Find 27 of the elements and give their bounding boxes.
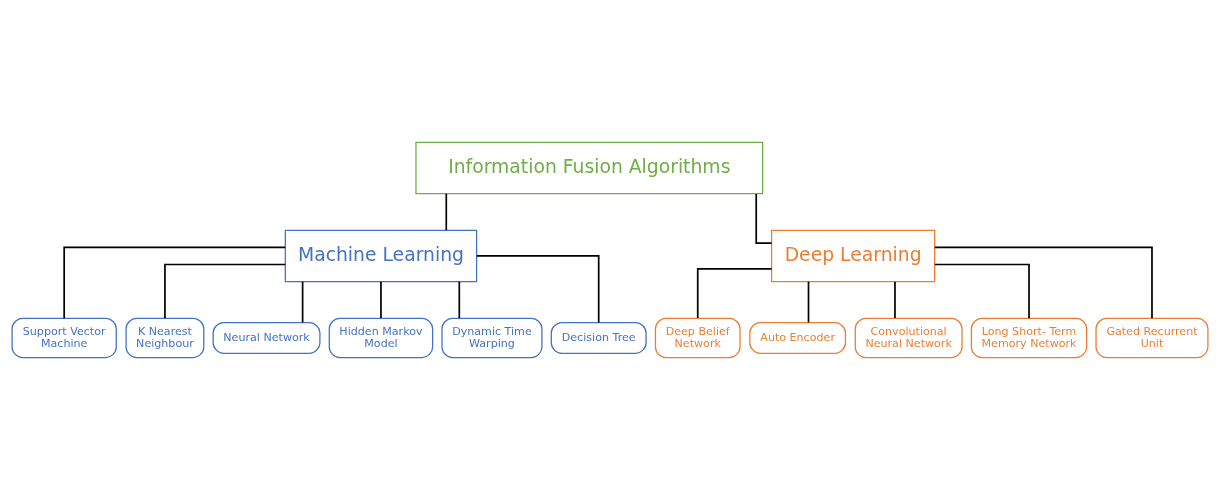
node-box: Support Vector Machine bbox=[11, 317, 117, 359]
connector bbox=[933, 246, 1153, 320]
node-box: Information Fusion Algorithms bbox=[415, 141, 764, 195]
connector bbox=[445, 192, 448, 231]
connector bbox=[475, 255, 600, 324]
node-box: Neural Network bbox=[212, 321, 321, 354]
node-box: K Nearest Neighbour bbox=[125, 317, 205, 359]
node-box: Dynamic Time Warping bbox=[441, 317, 543, 359]
node-box: Gated Recurrent Unit bbox=[1095, 317, 1209, 359]
connector bbox=[755, 193, 773, 245]
node-box: Long Short- Term Memory Network bbox=[970, 317, 1088, 359]
node-box: Hidden Markov Model bbox=[328, 317, 434, 359]
connector bbox=[934, 263, 1030, 320]
connector bbox=[458, 280, 461, 319]
connector bbox=[807, 280, 810, 324]
connector bbox=[696, 267, 773, 319]
connector bbox=[164, 263, 287, 320]
node-box: Deep Belief Network bbox=[654, 317, 741, 359]
connector bbox=[894, 280, 896, 319]
connector bbox=[63, 246, 287, 320]
connector bbox=[301, 280, 304, 324]
node-box: Decision Tree bbox=[550, 321, 647, 354]
node-box: Convolutional Neural Network bbox=[854, 317, 963, 359]
node-box: Machine Learning bbox=[284, 229, 478, 283]
node-box: Deep Learning bbox=[770, 229, 936, 283]
node-box: Auto Encoder bbox=[749, 321, 847, 354]
connector bbox=[380, 280, 382, 319]
